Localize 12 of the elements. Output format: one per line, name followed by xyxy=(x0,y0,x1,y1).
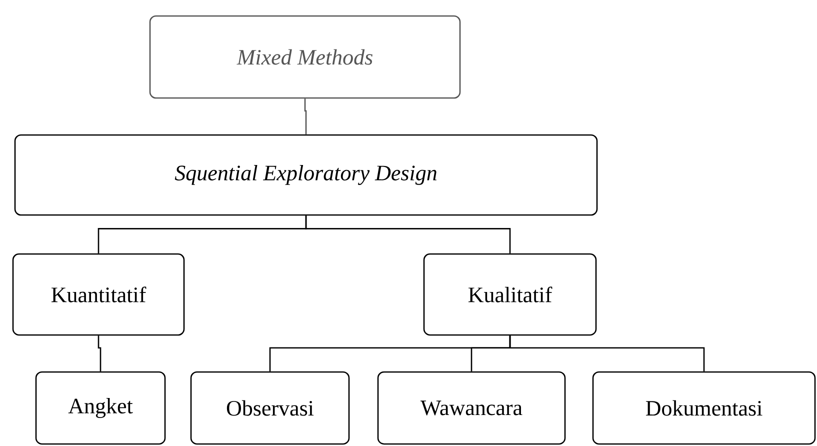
process-box: Mixed Methods xyxy=(149,15,461,99)
process-box: Wawancara xyxy=(377,371,566,445)
process-box: Dokumentasi xyxy=(592,371,816,445)
connector-line xyxy=(304,98,307,134)
process-box: Angket xyxy=(35,371,166,445)
process-box: Kualitatif xyxy=(423,253,597,336)
connector-line xyxy=(509,336,705,372)
process-box: Observasi xyxy=(190,371,350,445)
process-box: Squential Exploratory Design xyxy=(14,134,598,216)
process-box: Kuantitatif xyxy=(12,253,185,336)
connector-line xyxy=(305,216,511,254)
connector-line xyxy=(98,336,102,372)
